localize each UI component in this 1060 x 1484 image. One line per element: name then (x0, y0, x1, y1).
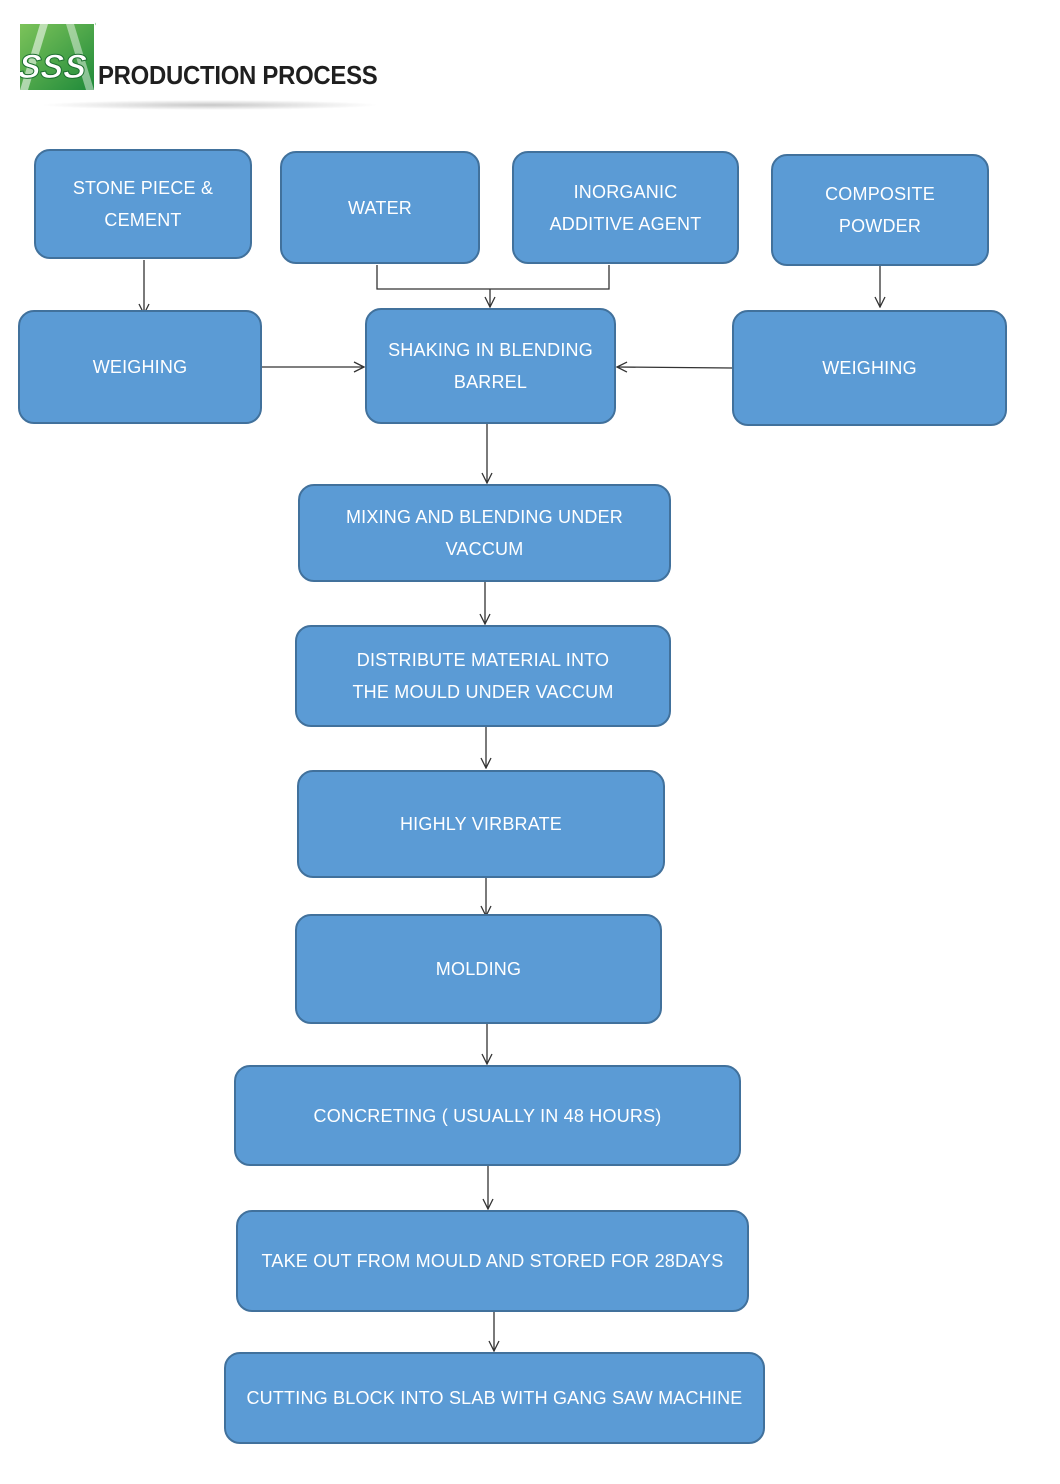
connector-water-inorganic-merge (376, 265, 610, 290)
node-molding: MOLDING (295, 914, 662, 1024)
node-highly-vibrate: HIGHLY VIRBRATE (297, 770, 665, 878)
node-composite-powder: COMPOSITE POWDER (771, 154, 989, 266)
node-weighing-right: WEIGHING (732, 310, 1007, 426)
node-take-out-from-mould: TAKE OUT FROM MOULD AND STORED FOR 28DAY… (236, 1210, 749, 1312)
node-distribute-material: DISTRIBUTE MATERIAL INTO THE MOULD UNDER… (295, 625, 671, 727)
header: SSS PRODUCTION PROCESS (20, 18, 380, 110)
title-underline-shadow (40, 100, 380, 110)
node-shaking-in-blending-barrel: SHAKING IN BLENDING BARREL (365, 308, 616, 424)
node-concreting: CONCRETING ( USUALLY IN 48 HOURS) (234, 1065, 741, 1166)
arrow-weighing-right-to-shaking (617, 367, 733, 368)
node-water: WATER (280, 151, 480, 264)
page-title: PRODUCTION PROCESS (98, 60, 378, 90)
sss-logo: SSS (20, 22, 96, 90)
node-mixing-blending: MIXING AND BLENDING UNDER VACCUM (298, 484, 671, 582)
node-inorganic-additive-agent: INORGANIC ADDITIVE AGENT (512, 151, 739, 264)
node-weighing-left: WEIGHING (18, 310, 262, 424)
node-cutting-block: CUTTING BLOCK INTO SLAB WITH GANG SAW MA… (224, 1352, 765, 1444)
logo-lettering: SSS (20, 48, 89, 86)
node-stone-piece-cement: STONE PIECE & CEMENT (34, 149, 252, 259)
